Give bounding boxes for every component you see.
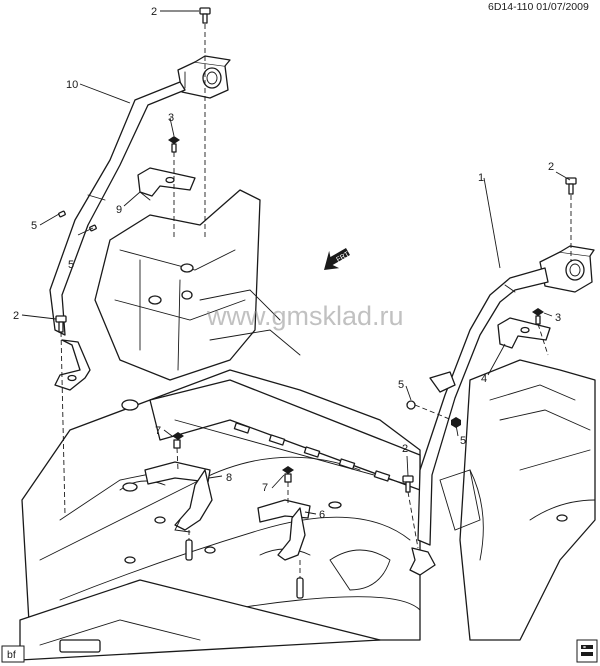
logo-icon bbox=[576, 639, 598, 663]
callout-7-right: 7 bbox=[262, 482, 268, 494]
callout-8: 8 bbox=[226, 472, 232, 484]
cross-member-slots bbox=[233, 422, 391, 482]
view-badge-label: bf bbox=[7, 649, 16, 661]
left-guide-bracket bbox=[137, 167, 196, 201]
callout-7-left: 7 bbox=[155, 425, 161, 437]
callout-5-right-b: 5 bbox=[460, 435, 466, 447]
callout-5-right-a: 5 bbox=[398, 379, 404, 391]
callout-labels: 2 10 3 9 5 5 2 1 2 3 4 5 5 2 7 8 7 6 bbox=[13, 6, 561, 521]
leader-lines bbox=[21, 10, 571, 515]
left-seat-buckle bbox=[144, 461, 213, 561]
assembly-centerlines bbox=[60, 24, 572, 549]
callout-4: 4 bbox=[481, 373, 487, 385]
callout-2-right-bottom: 2 bbox=[402, 443, 408, 455]
watermark: www.gmsklad.ru bbox=[206, 301, 404, 331]
callout-2-right-top: 2 bbox=[548, 161, 554, 173]
bolt-2-upper-left bbox=[199, 7, 211, 24]
bolt-3-upper-left bbox=[168, 136, 180, 153]
callout-3-left: 3 bbox=[168, 112, 174, 124]
callout-5-left-a: 5 bbox=[31, 220, 37, 232]
callout-1: 1 bbox=[478, 172, 484, 184]
view-badge: bf bbox=[1, 645, 25, 663]
callout-2-top: 2 bbox=[151, 6, 157, 18]
callout-6: 6 bbox=[319, 509, 325, 521]
front-arrow-icon: FRT bbox=[324, 248, 351, 270]
callout-2-left: 2 bbox=[13, 310, 19, 322]
callout-9: 9 bbox=[116, 204, 122, 216]
bolt-3-right bbox=[532, 308, 544, 325]
callout-3-right: 3 bbox=[555, 312, 561, 324]
right-guide-bracket bbox=[497, 317, 551, 349]
diagram-code: 6D14-110 01/07/2009 bbox=[488, 1, 589, 13]
callout-5-left-b: 5 bbox=[68, 259, 74, 271]
right-seat-belt-assembly bbox=[409, 245, 595, 576]
callout-10: 10 bbox=[66, 79, 78, 91]
front-arrow-label: FRT bbox=[335, 251, 351, 264]
right-seat-buckle bbox=[257, 499, 311, 599]
vehicle-body bbox=[19, 189, 596, 661]
left-seat-belt-assembly bbox=[49, 55, 231, 391]
bolt-2-upper-right bbox=[565, 177, 577, 195]
